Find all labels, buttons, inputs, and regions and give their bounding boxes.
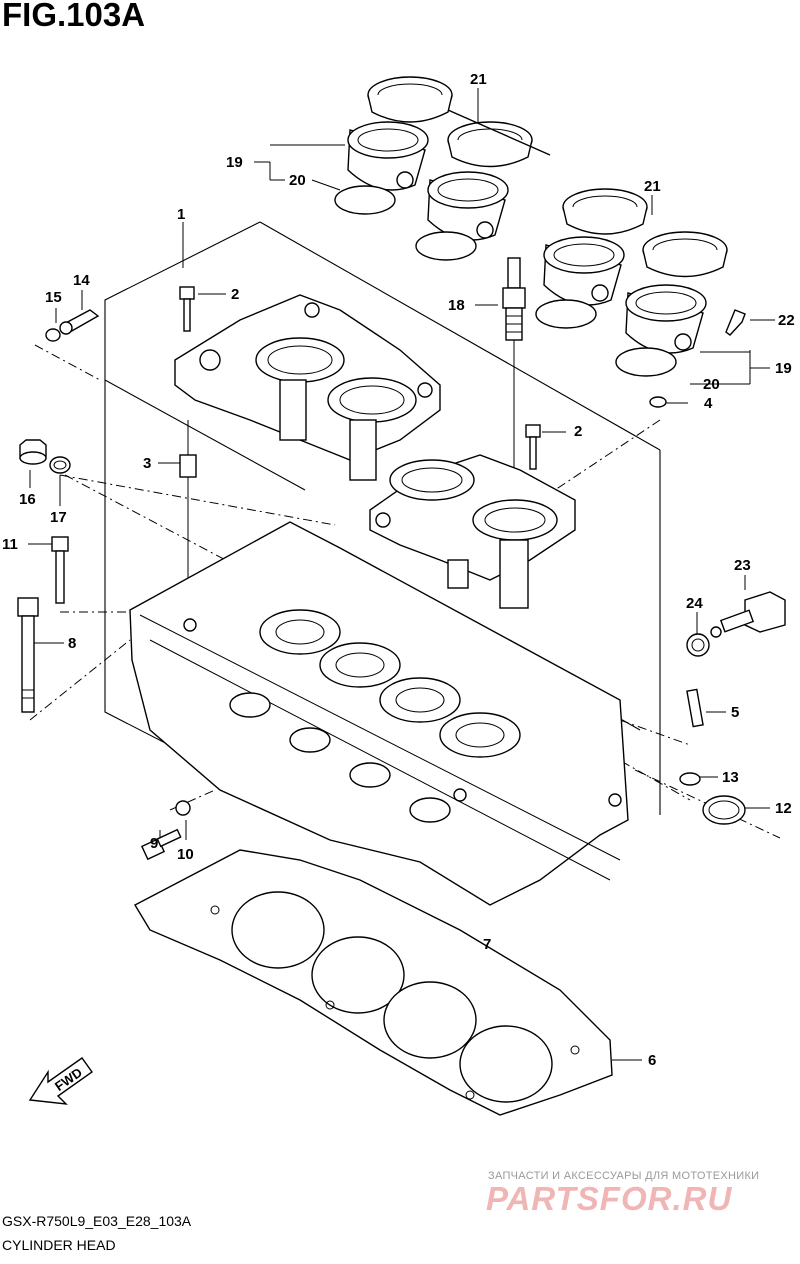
callout-7: 7 [483,936,491,953]
fwd-arrow: FWD [28,1057,93,1105]
o-ring-4 [615,347,677,377]
callout-13: 13 [722,769,739,786]
washer-4 [649,396,667,408]
union-fitting-14 [59,309,100,335]
watermark-logo: PARTSFOR.RU [486,1180,733,1217]
bolt-11 [51,536,69,604]
insulator-clamp-2 [447,121,533,168]
intake-insulator-1 [347,121,429,191]
screw-22 [725,309,746,336]
callout-14: 14 [73,272,90,289]
intake-holder-front [369,454,576,609]
o-ring-2 [415,231,477,261]
intake-insulators-front [535,188,746,377]
callout-4: 4 [704,395,713,412]
temp-sensor-23 [710,591,786,638]
bolt-2-front [525,424,541,470]
o-ring-1 [334,185,396,215]
gasket-24 [686,633,710,657]
intake-insulator-2 [427,171,509,241]
footer-model-code: GSX-R750L9_E03_E28_103A [2,1213,192,1229]
gasket-15 [45,328,61,342]
callout-19-front: 19 [775,360,792,377]
oil-plug-16 [19,439,47,465]
dowel-pin-5 [686,688,704,728]
intake-holder-rear [174,294,441,481]
callout-1: 1 [177,206,185,223]
callout-3: 3 [143,455,151,472]
figure-title: FIG.103A [2,0,146,33]
o-ring-13 [679,772,701,786]
bolt-2-rear [179,286,195,332]
callout-11: 11 [2,536,18,553]
bolt-9 [140,828,182,861]
callout-15: 15 [45,289,62,306]
gasket-17 [49,456,71,474]
intake-insulator-4 [625,284,707,354]
callout-21-rear: 21 [470,71,487,88]
washer-10 [175,800,191,816]
callout-16: 16 [19,491,36,508]
callout-20-rear: 20 [289,172,306,189]
callout-24: 24 [686,595,703,612]
callout-22: 22 [778,312,795,329]
callout-2-front: 2 [574,423,582,440]
callout-19-rear: 19 [226,154,243,171]
callout-23: 23 [734,557,751,574]
callout-20-front: 20 [703,376,720,393]
o-ring-3 [535,299,597,329]
footer-section-name: CYLINDER HEAD [2,1237,116,1253]
head-gasket-6 [134,849,613,1116]
insulator-clamp-1 [367,76,453,123]
insulator-clamp-3 [562,188,648,235]
callout-2-rear: 2 [231,286,239,303]
callout-6: 6 [648,1052,656,1069]
bolt-8 [17,597,39,713]
callout-10: 10 [177,846,194,863]
callout-9: 9 [150,835,158,852]
callout-5: 5 [731,704,739,721]
callout-17: 17 [50,509,67,526]
callout-21-front: 21 [644,178,661,195]
spark-plug [502,257,526,520]
cylinder-head [129,521,629,906]
callout-labels: 1 2 2 3 4 5 6 7 8 9 10 11 12 13 14 15 16… [2,71,795,1069]
callout-18: 18 [448,297,465,314]
watermark-subtitle: ЗАПЧАСТИ И АКСЕССУАРЫ ДЛЯ МОТОТЕХНИКИ [488,1170,760,1182]
callout-12: 12 [775,800,792,817]
insulator-clamp-4 [642,231,728,278]
intake-insulator-3 [543,236,625,306]
intake-insulators-rear [334,76,551,261]
callout-8: 8 [68,635,76,652]
